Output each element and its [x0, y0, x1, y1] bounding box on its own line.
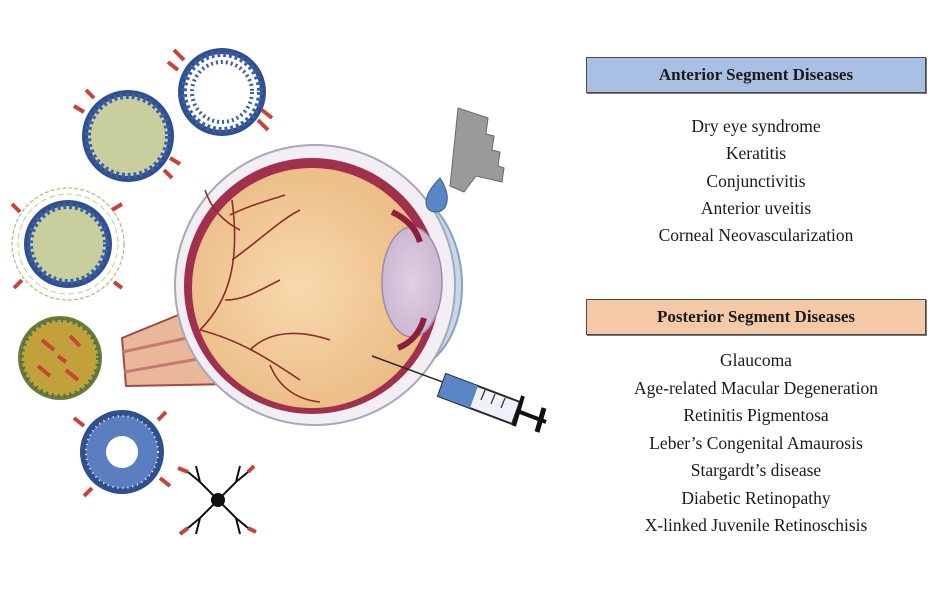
polymeric-nanoparticle [18, 316, 102, 400]
list-item: Conjunctivitis [706, 170, 806, 191]
posterior-disease-list: Glaucoma Age-related Macular Degeneratio… [586, 347, 926, 540]
list-item: Stargardt’s disease [690, 460, 822, 480]
list-item: Dry eye syndrome [691, 116, 821, 136]
liposome-small [166, 48, 274, 136]
list-item: Keratitis [725, 143, 787, 164]
coated-liposome [10, 187, 125, 301]
list-item: Diabetic Retinopathy [681, 487, 831, 508]
list-item: Retinitis Pigmentosa [683, 405, 829, 425]
list-item: Corneal Neovascularization [658, 225, 854, 246]
list-item: X-linked Juvenile Retinoschisis [644, 515, 868, 535]
anterior-segment-header: Anterior Segment Diseases [586, 57, 926, 93]
list-item: Glaucoma [720, 350, 792, 370]
dendrimer [177, 464, 257, 536]
list-item: Anterior uveitis [700, 197, 812, 218]
liposome-with-core [72, 88, 182, 182]
posterior-segment-panel: Posterior Segment Diseases Glaucoma Age-… [586, 299, 926, 540]
list-item: Leber’s Congenital Amaurosis [649, 432, 863, 453]
posterior-segment-header: Posterior Segment Diseases [586, 299, 926, 335]
eye-cross-section [120, 144, 464, 426]
eye-drop-dispenser [425, 107, 505, 213]
list-item: Age-related Macular Degeneration [634, 377, 878, 398]
anterior-segment-panel: Anterior Segment Diseases Dry eye syndro… [586, 57, 926, 249]
anterior-disease-list: Dry eye syndrome Keratitis Conjunctiviti… [586, 113, 926, 249]
micelle [72, 410, 172, 498]
intravitreal-syringe [371, 355, 547, 433]
